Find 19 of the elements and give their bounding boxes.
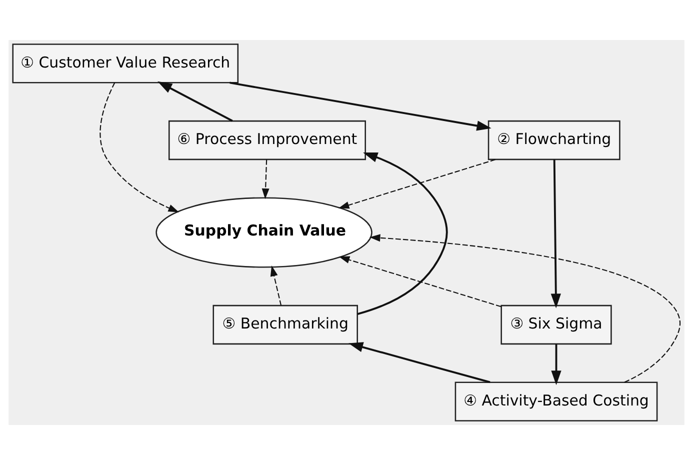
arrow [550,159,561,308]
node-box: ① Customer Value Research [12,44,239,84]
node-box: ④ Activity-Based Costing [454,382,658,422]
arrow [338,256,502,308]
arrow [551,344,562,386]
arrow [270,266,282,306]
arrow [370,234,680,383]
node-ellipse: Supply Chain Value [156,197,372,268]
node-box: ② Flowcharting [488,120,620,160]
arrow [230,82,492,131]
node-box: ③ Six Sigma [500,304,612,345]
arrow [338,159,496,209]
arrow [262,160,270,200]
node-box: ⑤ Benchmarking [212,304,358,345]
node-box: ⑥ Process Improvement [168,120,366,160]
arrow [348,342,490,384]
arrow [158,81,233,122]
arrow [100,82,179,212]
arrow [357,152,448,315]
